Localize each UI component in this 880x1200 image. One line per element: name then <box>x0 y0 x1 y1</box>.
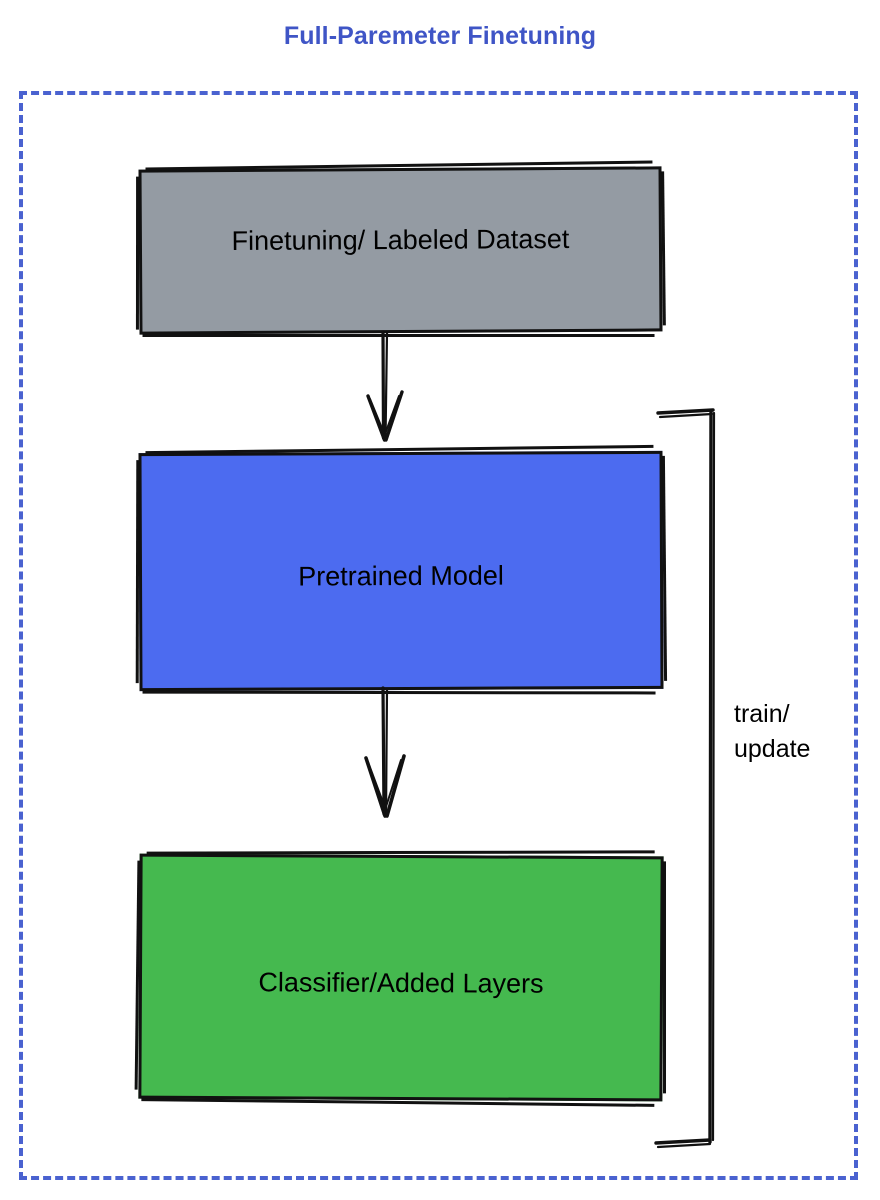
node-classifier-added-layers[interactable]: Classifier/Added Layers <box>134 850 667 1107</box>
sketch-stroke-bottom <box>141 1098 655 1107</box>
node-label-pretrained-model: Pretrained Model <box>298 560 504 592</box>
arrow-dataset-to-pretrained-model <box>366 330 404 442</box>
node-label-dataset: Finetuning/ Labeled Dataset <box>231 223 570 257</box>
sketch-stroke-right <box>661 171 666 326</box>
sketch-stroke-top <box>145 160 653 171</box>
arrow-pretrained-model-to-classifier <box>364 686 406 818</box>
node-finetuning-labeled-dataset[interactable]: Finetuning/ Labeled Dataset <box>135 160 666 338</box>
page-title: Full-Paremeter Finetuning <box>283 22 597 50</box>
sketch-stroke-left <box>134 860 141 1091</box>
node-label-classifier: Classifier/Added Layers <box>258 967 544 999</box>
sketch-stroke-left <box>135 460 140 683</box>
feedback-loop-bracket <box>654 408 716 1149</box>
sketch-stroke-left <box>135 176 140 330</box>
node-pretrained-model[interactable]: Pretrained Model <box>135 444 668 695</box>
feedback-loop-label: train/ update <box>734 700 811 763</box>
